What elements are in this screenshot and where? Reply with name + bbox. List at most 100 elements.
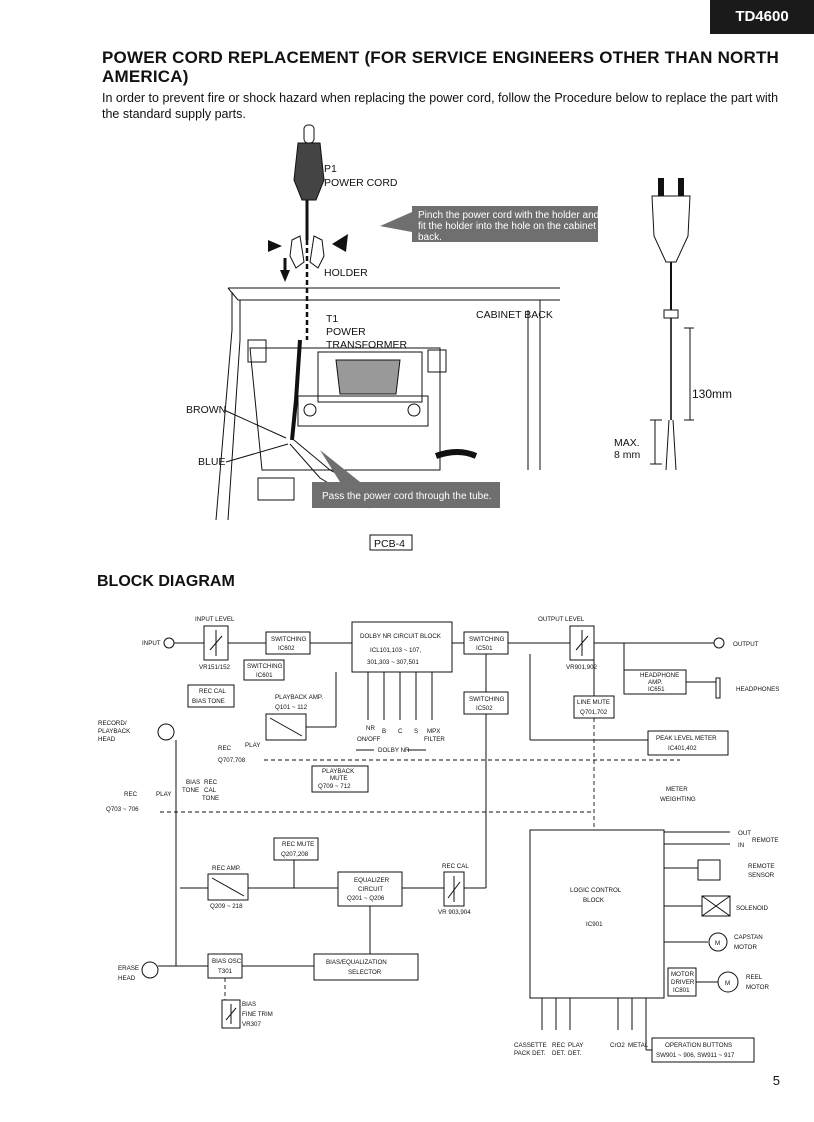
bd-ic901: IC901	[586, 921, 603, 928]
bd-erase-head	[141, 961, 159, 979]
bd-md3: IC801	[673, 987, 690, 994]
label-8mm: 8 mm	[614, 449, 641, 461]
bd-pbamp1: PLAYBACK AMP.	[275, 694, 323, 701]
bd-dolby-3: 301,303 ~ 307,501	[367, 659, 419, 666]
bd-rp1: RECORD/	[98, 720, 127, 727]
bd-pd1: PLAY	[568, 1042, 583, 1049]
bd-input: INPUT	[142, 640, 161, 647]
label-130mm: 130mm	[692, 387, 732, 401]
bd-rec-a: REC	[218, 745, 232, 752]
bd-sw602-1: SWITCHING	[271, 636, 307, 643]
bd-tone-b: TONE	[202, 795, 219, 802]
bd-rec-c: REC	[124, 791, 138, 798]
bd-bf3: VR307	[242, 1021, 261, 1028]
bd-eq2: CIRCUIT	[358, 886, 383, 893]
intro-paragraph: In order to prevent fire or shock hazard…	[102, 91, 779, 121]
bd-m1: M	[715, 940, 720, 947]
bd-solenoid: SOLENOID	[736, 905, 769, 912]
bd-nr-4: MPX	[427, 728, 440, 735]
holder-icon	[268, 234, 348, 282]
label-pcb: PCB-4	[374, 538, 405, 550]
bd-lm1: LINE MUTE	[577, 699, 610, 706]
bd-erase2: HEAD	[118, 975, 136, 982]
bd-nr-1: B	[382, 728, 386, 735]
bd-erase1: ERASE	[118, 965, 139, 972]
bd-nr-switches	[367, 672, 433, 720]
bd-rm1: REC MUTE	[282, 841, 314, 848]
bd-reccal1: REC CAL	[199, 688, 226, 695]
bd-q707: Q707,708	[218, 757, 246, 764]
bd-det-switches	[541, 998, 633, 1030]
headphones-icon	[715, 677, 721, 699]
bd-tone-a: TONE	[182, 787, 199, 794]
bd-bias-eq-selector	[313, 953, 419, 981]
bd-sw501-2: IC501	[476, 645, 493, 652]
bd-headphone-amp	[623, 669, 687, 695]
bd-cal-a: CAL	[204, 787, 217, 794]
bd-ob2: SW901 ~ 906, SW911 ~ 917	[656, 1052, 735, 1059]
section-title-power-cord: POWER CORD REPLACEMENT (FOR SERVICE ENGI…	[102, 48, 780, 86]
note-pinch-2: fit the holder into the hole on the cabi…	[418, 221, 596, 232]
label-cabinet-back: CABINET BACK	[476, 309, 553, 321]
bd-bf1: BIAS	[242, 1001, 256, 1008]
cord-plug	[293, 124, 325, 340]
bd-reel1: REEL	[746, 974, 763, 981]
bd-remote: REMOTE	[752, 837, 778, 844]
bd-md1: MOTOR	[671, 971, 694, 978]
bd-sw502-1: SWITCHING	[469, 696, 505, 703]
bd-cap2: MOTOR	[734, 944, 757, 951]
bd-bias-osc	[207, 953, 243, 979]
bd-sw601-2: IC601	[256, 672, 273, 679]
bd-rp2: PLAYBACK	[98, 728, 131, 735]
bd-eq3: Q201 ~ Q206	[347, 895, 385, 902]
page-number: 5	[772, 1073, 780, 1088]
note-pinch-1: Pinch the power cord with the holder and	[418, 210, 599, 221]
bd-logic1: LOGIC CONTROL	[570, 887, 622, 894]
remote-sensor-icon	[697, 859, 721, 881]
note-pinch-box	[412, 206, 598, 242]
bd-rm2: Q207,208	[281, 851, 309, 858]
bd-metal: METAL	[628, 1042, 649, 1049]
bd-input-jack	[163, 637, 175, 649]
cabinet-back	[215, 287, 560, 521]
label-t1: T1	[326, 313, 338, 325]
standard-cord-icon	[650, 178, 694, 471]
bd-output-jack	[713, 637, 725, 649]
bd-dolby-block	[351, 621, 453, 673]
label-p1: P1	[324, 163, 337, 175]
bd-switching-ic601	[243, 659, 285, 681]
bd-nr-0: NR	[366, 725, 375, 732]
bd-rp-head	[157, 723, 175, 741]
bd-filter: FILTER	[424, 736, 445, 743]
bd-headphones: HEADPHONES	[736, 686, 779, 693]
bd-sw602-2: IC602	[278, 645, 295, 652]
label-brown: BROWN	[186, 404, 226, 416]
bd-bias-a: BIAS	[186, 779, 200, 786]
bd-pmute3: Q709 ~ 712	[318, 783, 351, 790]
bd-equalizer	[337, 871, 403, 907]
bd-reel2: MOTOR	[746, 984, 769, 991]
power-cord-figure: P1 POWER CORD Pinch the power cord with …	[186, 124, 732, 551]
bd-pm1: PEAK LEVEL METER	[656, 735, 717, 742]
bd-be1: BIAS/EQUALIZATION	[326, 959, 387, 966]
bd-cap1: CAPSTAN	[734, 934, 763, 941]
bd-nr-2: C	[398, 728, 403, 735]
bd-rd1: REC	[552, 1042, 566, 1049]
bd-output: OUTPUT	[733, 641, 759, 648]
bd-rs1: REMOTE	[748, 863, 774, 870]
bd-output-level: OUTPUT LEVEL	[538, 616, 585, 623]
pcb-box	[369, 534, 413, 551]
transformer-icon	[247, 339, 478, 509]
bd-rd2: DET.	[552, 1050, 566, 1057]
capstan-motor-icon	[708, 932, 728, 952]
bd-q209: Q209 ~ 218	[210, 903, 243, 910]
bd-hp1: HEADPHONE	[640, 672, 679, 679]
bd-vr901-label: VR901,902	[566, 664, 598, 671]
bd-pm2: IC401,402	[668, 745, 697, 752]
bd-lm2: Q701,702	[580, 709, 608, 716]
bd-dolby-1: DOLBY NR CIRCUIT BLOCK	[360, 633, 442, 640]
bd-vr151-label: VR151/152	[199, 664, 231, 671]
bd-cas2: PACK DET.	[514, 1050, 546, 1057]
bd-q703: Q703 ~ 706	[106, 806, 139, 813]
